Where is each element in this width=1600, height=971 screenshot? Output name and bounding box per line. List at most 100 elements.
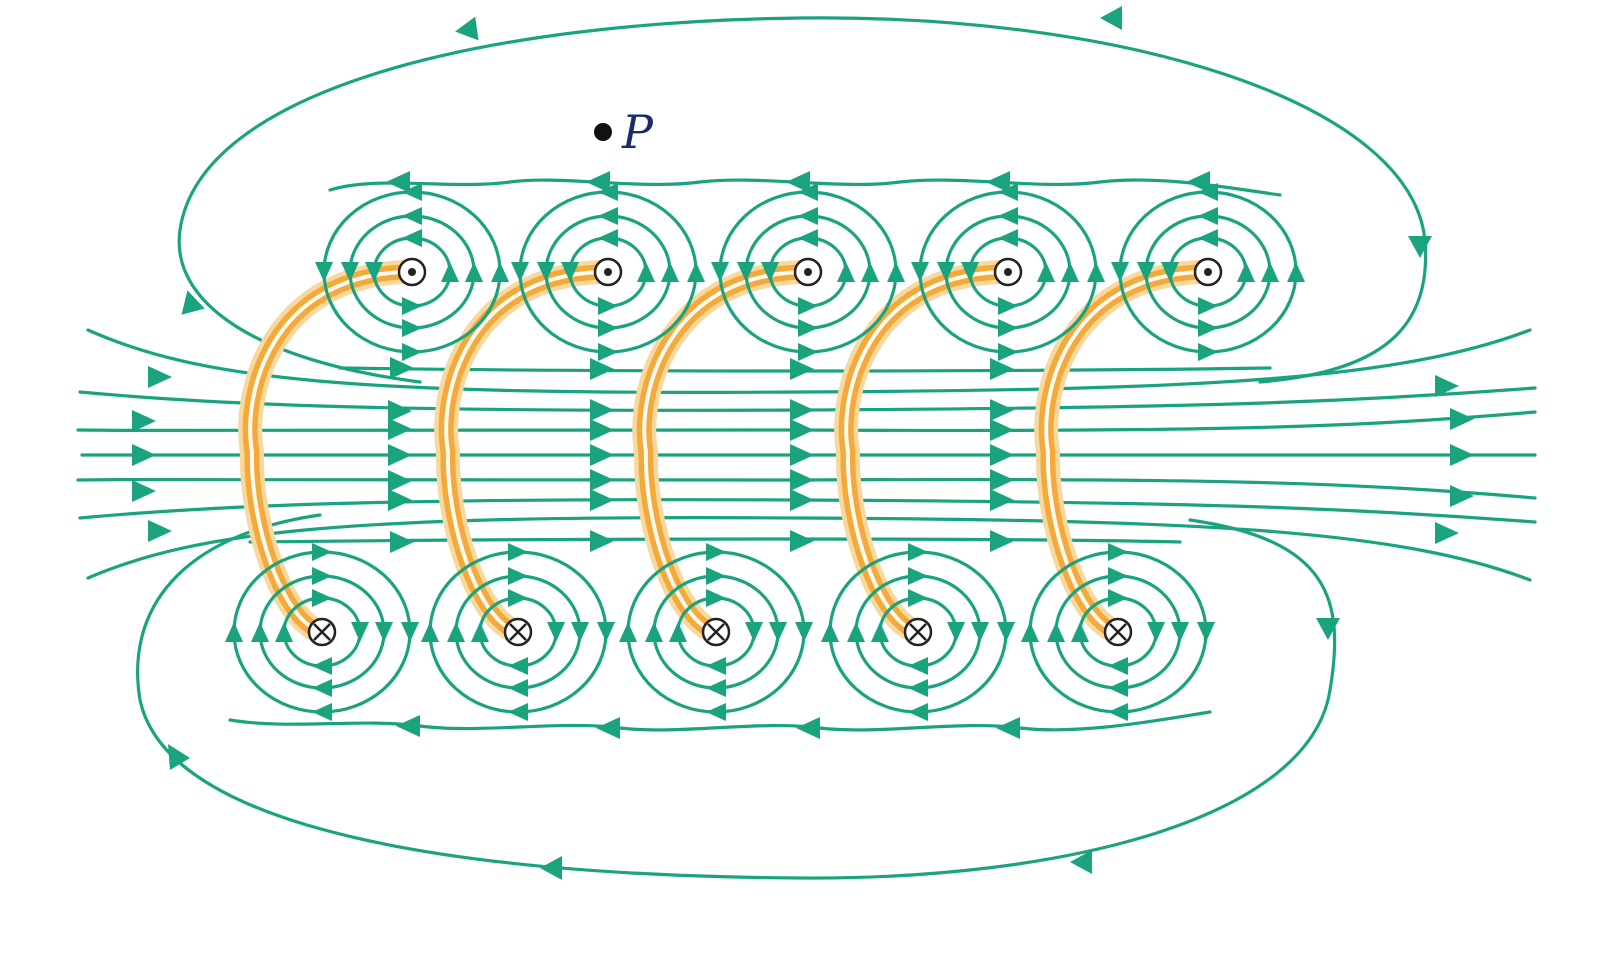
wire-into-page (821, 543, 1015, 721)
coil-core (642, 270, 802, 634)
field-arrow (547, 622, 565, 642)
point-p: P (594, 105, 654, 159)
field-arrow (312, 543, 332, 561)
field-arrow (998, 229, 1018, 247)
outer-return-loops (136, 16, 1428, 880)
wire-out-of-page (711, 183, 905, 361)
field-arrow (561, 262, 579, 282)
field-arrow (908, 657, 928, 675)
field-arrow (1108, 567, 1128, 585)
coil-arcs (238, 260, 1212, 644)
field-arrow (761, 262, 779, 282)
field-arrow (706, 703, 726, 721)
field-arrow (471, 622, 489, 642)
field-arrow (798, 207, 818, 225)
field-arrow (798, 297, 818, 315)
wire-dot (1204, 268, 1212, 276)
field-arrow (508, 543, 528, 561)
field-arrow (1147, 622, 1165, 642)
field-arrow (798, 319, 818, 337)
field-arrow (706, 657, 726, 675)
field-arrow (1111, 262, 1129, 282)
field-arrow (598, 183, 618, 201)
wire-dot (604, 268, 612, 276)
field-arrow (598, 207, 618, 225)
field-arrow (998, 183, 1018, 201)
field-arrow (737, 262, 755, 282)
field-arrow (706, 589, 726, 607)
field-arrow (837, 262, 855, 282)
field-arrow (447, 622, 465, 642)
field-arrow (1197, 622, 1215, 642)
field-arrow (341, 262, 359, 282)
coil-core (1044, 270, 1202, 634)
field-arrow (998, 319, 1018, 337)
field-arrow (1237, 262, 1255, 282)
coil-core (444, 270, 602, 634)
field-arrow (375, 622, 393, 642)
field-arrow (637, 262, 655, 282)
bottom-wire-group (225, 543, 1215, 721)
field-arrow (821, 622, 839, 642)
inner-line-arrows (132, 357, 1474, 553)
field-arrow (1198, 229, 1218, 247)
field-arrow (275, 622, 293, 642)
field-arrow (937, 262, 955, 282)
field-arrow (908, 703, 928, 721)
coil-core (844, 270, 1002, 634)
field-arrow (998, 207, 1018, 225)
field-arrow (1061, 262, 1079, 282)
field-arrow (508, 703, 528, 721)
field-arrow (251, 622, 269, 642)
field-arrow (908, 679, 928, 697)
field-arrow (598, 319, 618, 337)
field-arrow (711, 262, 729, 282)
field-arrow (511, 262, 529, 282)
field-arrow (508, 589, 528, 607)
field-arrow (798, 183, 818, 201)
field-arrow (537, 262, 555, 282)
field-arrow (1108, 703, 1128, 721)
wire-cross (313, 623, 331, 641)
field-arrow (598, 297, 618, 315)
field-arrow (1287, 262, 1305, 282)
field-arrow (1021, 622, 1039, 642)
field-arrow (571, 622, 589, 642)
outer-loop-arrows (168, 6, 1432, 880)
field-arrow (687, 262, 705, 282)
field-arrow (798, 343, 818, 361)
field-arrow (465, 262, 483, 282)
field-arrow (421, 622, 439, 642)
field-arrow (871, 622, 889, 642)
field-arrow (1261, 262, 1279, 282)
field-arrow (706, 567, 726, 585)
field-arrow (508, 567, 528, 585)
field-arrow (1137, 262, 1155, 282)
wire-into-page (619, 543, 813, 721)
field-arrow (1198, 297, 1218, 315)
field-arrow (508, 657, 528, 675)
field-arrow (795, 622, 813, 642)
field-arrow (508, 679, 528, 697)
field-arrow (315, 262, 333, 282)
field-arrow (402, 319, 422, 337)
field-arrow (402, 183, 422, 201)
wire-out-of-page (1111, 183, 1305, 361)
field-arrow (947, 622, 965, 642)
wire-dot (804, 268, 812, 276)
field-arrow (351, 622, 369, 642)
field-arrow (861, 262, 879, 282)
wire-cross (509, 623, 527, 641)
field-arrow (1108, 657, 1128, 675)
field-arrow (745, 622, 763, 642)
field-arrow (706, 679, 726, 697)
field-arrow (401, 622, 419, 642)
top-wire-group (315, 183, 1305, 361)
field-arrow (908, 589, 928, 607)
field-arrow (441, 262, 459, 282)
field-arrow (312, 567, 332, 585)
field-arrow (402, 343, 422, 361)
connecting-line-arrows (386, 171, 1210, 739)
field-arrow (402, 229, 422, 247)
